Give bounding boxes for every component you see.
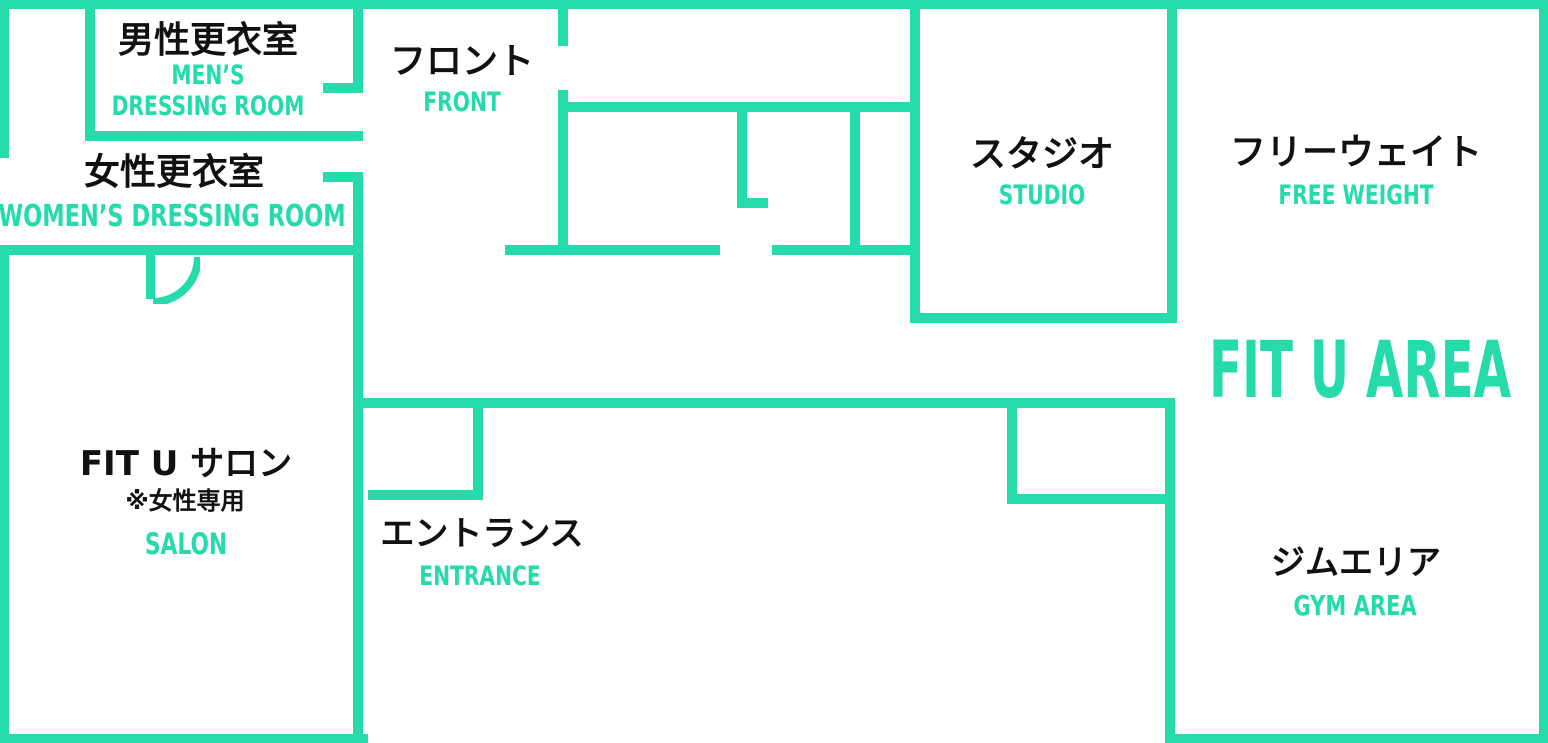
- mens-dressing-room-label-jp: 男性更衣室: [117, 20, 299, 61]
- studio-right-wall: [1167, 0, 1177, 323]
- studio-label-en: STUDIO: [998, 180, 1086, 211]
- salon-top-wall: [0, 245, 363, 255]
- gym-nook-left: [1007, 408, 1017, 504]
- gym-nook-bottom: [1007, 494, 1175, 504]
- free-weight-label-jp: フリーウェイト: [1229, 132, 1483, 173]
- wc-divider-1: [737, 102, 747, 208]
- wc-bottom-wall-right: [772, 245, 910, 255]
- wc-top-wall: [558, 102, 910, 112]
- left-border: [0, 0, 9, 158]
- gym-area-label-en: GYM AREA: [1293, 589, 1417, 622]
- front-label-jp: フロント: [389, 41, 535, 82]
- wc-left-stub: [558, 8, 568, 46]
- wc-bottom-wall-left: [505, 245, 720, 255]
- corridor-wall: [358, 398, 1175, 408]
- right-border: [1539, 0, 1548, 743]
- bottom-border-right: [1165, 734, 1548, 743]
- studio-bottom-wall: [910, 313, 1177, 323]
- studio-left-wall: [910, 0, 920, 323]
- gym-left-wall: [1165, 398, 1175, 743]
- mens-dressing-room-label-en: MEN’S DRESSING ROOM: [111, 60, 305, 123]
- womens-dressing-room-label-en: WOMEN’S DRESSING ROOM: [0, 199, 346, 234]
- salon-label-note: ※女性専用: [125, 487, 245, 515]
- wc-left-wall: [558, 90, 568, 255]
- entrance-label-en: ENTRANCE: [419, 561, 541, 592]
- salon-right-wall: [353, 172, 363, 743]
- entrance-label-jp: エントランス: [380, 514, 584, 554]
- mens-right-wall: [353, 0, 363, 92]
- wc-divider-1-foot: [737, 198, 768, 208]
- free-weight-label-en: FREE WEIGHT: [1278, 180, 1434, 211]
- entrance-nook-right: [473, 408, 483, 500]
- entrance-nook-bottom: [368, 490, 483, 500]
- mens-bottom-wall: [85, 131, 363, 141]
- salon-label-jp: FIT U サロン: [79, 444, 293, 484]
- fit-u-area-title: FIT U AREA: [1208, 326, 1512, 416]
- studio-label-jp: スタジオ: [969, 134, 1115, 175]
- front-label-en: FRONT: [423, 87, 501, 118]
- mens-left-wall: [85, 0, 95, 141]
- salon-label-en: SALON: [144, 527, 228, 561]
- salon-left-wall: [0, 245, 9, 743]
- top-border: [0, 0, 1548, 9]
- door-leaf: [146, 255, 155, 299]
- mens-door-tick: [323, 83, 363, 93]
- womens-dressing-room-label-jp: 女性更衣室: [83, 152, 265, 193]
- wc-divider-2: [850, 102, 860, 255]
- bottom-border-left: [0, 734, 368, 743]
- womens-door-tick: [323, 172, 363, 182]
- door-swing-arc: [152, 256, 200, 304]
- gym-area-label-jp: ジムエリア: [1271, 543, 1441, 583]
